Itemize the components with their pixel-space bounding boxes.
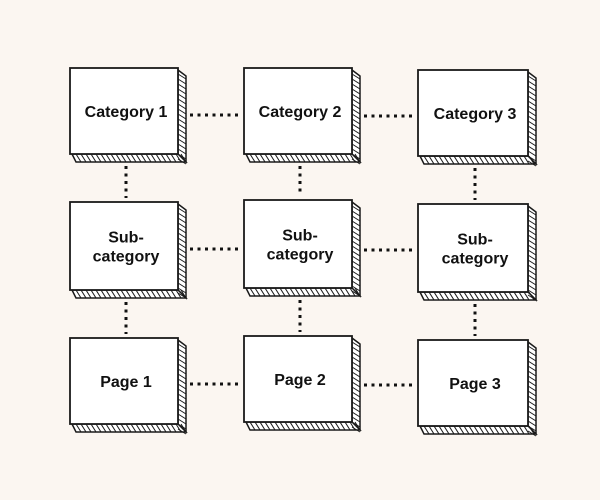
node-label-line: Category 1 — [85, 104, 168, 121]
node-box — [417, 203, 529, 293]
node-box — [243, 199, 353, 289]
nodes: Category 1 Category 2 Category 3 Sub-catego… — [69, 67, 538, 437]
node-hatching — [423, 75, 537, 167]
diagram-node: Page 3 — [417, 339, 538, 437]
diagram-node: Category 3 — [417, 69, 538, 167]
node-hatching — [423, 345, 537, 437]
node-label-line: Sub- — [108, 230, 144, 247]
diagram-node: Page 2 — [243, 335, 362, 433]
node-label: Sub-category — [442, 232, 509, 268]
node-label: Category 3 — [434, 106, 517, 123]
node-hatching — [75, 343, 187, 435]
node-label-line: category — [442, 251, 509, 268]
node-label: Page 3 — [449, 376, 501, 393]
node-label-line: Category 2 — [259, 104, 342, 121]
diagram-node: Page 1 — [69, 337, 188, 435]
node-label-line: Category 3 — [434, 106, 517, 123]
diagram-node: Category 1 — [69, 67, 188, 165]
node-label-line: Page 2 — [274, 372, 326, 389]
node-label: Page 1 — [100, 374, 152, 391]
node-label-line: category — [267, 247, 334, 264]
node-box — [69, 337, 179, 425]
node-label-line: Sub- — [457, 232, 493, 249]
node-box — [243, 335, 353, 423]
node-label: Category 1 — [85, 104, 168, 121]
diagram-node: Sub-category — [243, 199, 362, 298]
connectors — [124, 113, 477, 387]
node-hatching — [249, 205, 361, 297]
node-box — [69, 201, 179, 291]
diagram-node: Category 2 — [243, 67, 362, 165]
node-box — [417, 69, 529, 157]
diagram-node: Sub-category — [417, 203, 538, 302]
node-label: Page 2 — [274, 372, 326, 389]
node-label: Sub-category — [267, 228, 334, 264]
node-hatching — [75, 207, 187, 299]
node-label-line: Sub- — [282, 228, 318, 245]
node-box — [243, 67, 353, 155]
node-hatching — [75, 73, 187, 165]
node-label-line: Page 3 — [449, 376, 501, 393]
node-label-line: category — [93, 249, 160, 266]
node-label-line: Page 1 — [100, 374, 152, 391]
node-hatching — [423, 209, 537, 301]
node-hatching — [249, 73, 361, 165]
node-label: Category 2 — [259, 104, 342, 121]
diagram-node: Sub-category — [69, 201, 188, 300]
node-box — [417, 339, 529, 427]
node-label: Sub-category — [93, 230, 160, 266]
node-box — [69, 67, 179, 155]
node-hatching — [249, 341, 361, 433]
